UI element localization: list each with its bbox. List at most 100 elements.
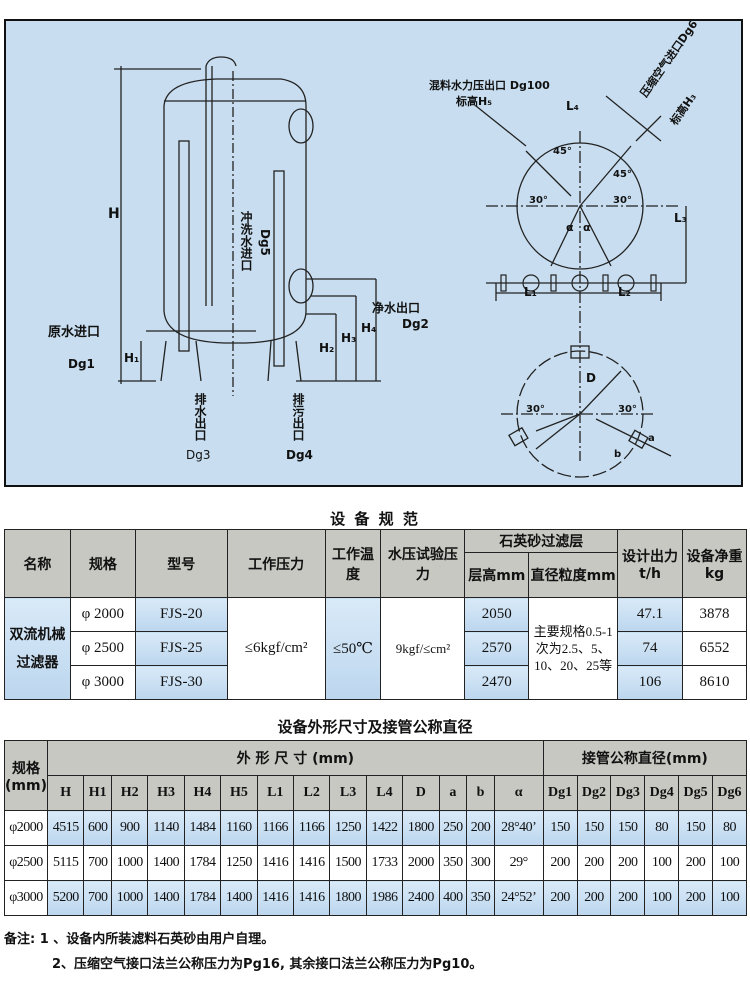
cell-dg3: 200 — [610, 845, 646, 881]
cell-h3: 1140 — [147, 810, 185, 846]
dim-H2: H₂ — [319, 341, 335, 355]
angle-45-left: 45° — [553, 146, 572, 157]
angle-30-base-right: 30° — [618, 404, 637, 415]
dim-D: D — [586, 371, 596, 385]
cell-layer-height: 2050 — [464, 597, 530, 632]
drawing-lines — [114, 56, 687, 478]
header-output: 设计出力t/h — [617, 529, 683, 598]
dim-H1: H₁ — [124, 351, 140, 365]
angle-30-base-left: 30° — [526, 404, 545, 415]
cell-test-pressure: 9kgf/≤cm² — [380, 597, 466, 700]
cell-size: φ 2500 — [69, 631, 136, 666]
label-dg3: Dg3 — [186, 448, 211, 462]
header-layer-height: 层高mm — [464, 552, 530, 598]
cell-dg2: 150 — [576, 810, 612, 846]
cell-weight: 6552 — [682, 631, 747, 666]
cell-h: 5200 — [46, 880, 85, 916]
cell-l3: 1500 — [329, 845, 367, 881]
column-header: H5 — [220, 775, 258, 811]
manhole-side — [288, 268, 314, 304]
vessel-body — [163, 78, 307, 344]
dim-H3: H₃ — [341, 331, 357, 345]
cell-dg5: 150 — [678, 810, 713, 846]
label-dg2: Dg2 — [402, 317, 429, 331]
equipment-drawing: H H₁ H₂ H₃ H₄ 原水进口 Dg1 冲洗水进口 Dg5 净水出口 Dg… — [4, 18, 743, 487]
column-header: H1 — [83, 775, 113, 811]
table-row: 双流机械过滤器 φ 2000 FJS-20 ≤6kgf/cm² ≤50℃ 9kg… — [4, 597, 747, 700]
spec-table-title: 设 备 规 范 — [330, 510, 420, 528]
cell-dg1: 200 — [542, 880, 578, 916]
cell-d: 2400 — [402, 880, 440, 916]
cell-dg3: 200 — [610, 880, 646, 916]
dim-a: a — [648, 433, 655, 444]
cell-h1: 600 — [83, 810, 113, 846]
angle-alpha-right: α — [583, 221, 591, 234]
column-header: D — [402, 775, 440, 811]
cell-l1: 1416 — [256, 845, 294, 881]
cell-d: 1800 — [402, 810, 440, 846]
manhole-top — [288, 108, 314, 144]
spec-table: 名称 规格 型号 工作压力 工作温度 水压试验压力 石英砂过滤层 设计出力t/h… — [4, 529, 747, 700]
cell-h1: 700 — [83, 880, 113, 916]
column-header: Dg5 — [678, 775, 713, 811]
cell-alpha: 29° — [493, 845, 544, 881]
cell-dg5: 200 — [678, 880, 713, 916]
cell-d: 2000 — [402, 845, 440, 881]
angle-45-right: 45° — [613, 169, 632, 180]
note-1: 备注: 1 、设备内所装滤料石英砂由用户自理。 — [4, 932, 275, 947]
column-header: L3 — [329, 775, 367, 811]
cell-size: φ 2000 — [69, 597, 136, 632]
cell-h2: 1000 — [111, 880, 149, 916]
header-test-pressure: 水压试验压力 — [380, 529, 466, 598]
column-header: Dg2 — [576, 775, 612, 811]
cell-output: 106 — [617, 665, 683, 700]
cell-dg1: 200 — [542, 845, 578, 881]
cell-dg6: 80 — [711, 810, 748, 846]
cell-h: 5115 — [46, 845, 85, 881]
column-header: b — [466, 775, 495, 811]
cell-l1: 1416 — [256, 880, 294, 916]
valve-row — [500, 274, 657, 292]
cell-l4: 1986 — [365, 880, 404, 916]
cell-l2: 1416 — [292, 880, 331, 916]
header-quartz-layer: 石英砂过滤层 — [464, 529, 619, 553]
cell-weight: 8610 — [682, 665, 747, 700]
cell-size: φ2500 — [4, 845, 48, 881]
cell-dg5: 200 — [678, 845, 713, 881]
cell-h2: 900 — [111, 810, 149, 846]
cell-layer-height: 2570 — [464, 631, 530, 666]
cell-h4: 1784 — [183, 845, 222, 881]
cell-h1: 700 — [83, 845, 113, 881]
cell-l3: 1250 — [329, 810, 367, 846]
header-outer-dimensions: 外 形 尺 寸 (mm) — [47, 740, 544, 776]
cell-dg4: 100 — [644, 880, 680, 916]
cell-size: φ2000 — [4, 810, 48, 846]
cell-model: FJS-30 — [134, 665, 228, 700]
cell-l4: 1422 — [365, 810, 404, 846]
dim-L1: L₁ — [524, 285, 537, 299]
cell-l1: 1166 — [256, 810, 294, 846]
cell-a: 350 — [438, 845, 468, 881]
cell-grain-size: 主要规格0.5-1次为2.5、5、10、20、25等 — [528, 597, 619, 700]
label-dg5: Dg5 — [258, 229, 272, 256]
cell-dg6: 100 — [711, 845, 748, 881]
column-header: Dg6 — [711, 775, 748, 811]
header-weight: 设备净重kg — [682, 529, 747, 598]
cell-name: 双流机械过滤器 — [4, 597, 71, 700]
cell-dg1: 150 — [542, 810, 578, 846]
label-drain-outlet: 排水出口 — [193, 393, 207, 441]
cell-b: 300 — [466, 845, 495, 881]
dims-table-title: 设备外形尺寸及接管公称直径 — [277, 718, 473, 736]
cell-dg4: 80 — [644, 810, 680, 846]
cell-a: 400 — [438, 880, 468, 916]
cell-dg4: 100 — [644, 845, 680, 881]
label-clean-water-outlet: 净水出口 — [372, 301, 421, 315]
header-model: 型号 — [134, 529, 228, 598]
label-mix-outlet: 混料水力压出口 Dg100 — [429, 79, 550, 92]
cell-l3: 1800 — [329, 880, 367, 916]
cell-layer-height: 2470 — [464, 665, 530, 700]
cell-h: 4515 — [46, 810, 85, 846]
